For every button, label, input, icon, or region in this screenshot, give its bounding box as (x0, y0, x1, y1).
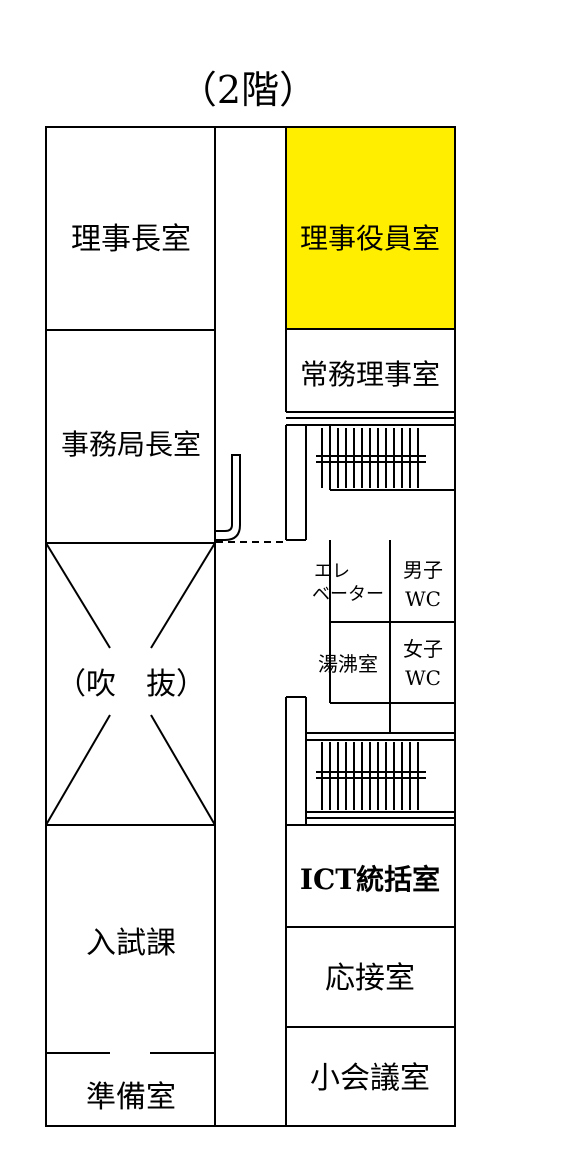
floor-title: （2階） (179, 68, 317, 112)
room-womens-wc-line1: 女子 (403, 637, 443, 661)
room-managing-director: 常務理事室 (300, 358, 440, 391)
room-hot-water: 湯沸室 (318, 652, 378, 676)
room-small-meeting: 小会議室 (310, 1061, 430, 1096)
room-elevator-line2: ベーター (312, 584, 384, 605)
room-ict: ICT統括室 (300, 863, 440, 896)
room-womens-wc-line2: WC (405, 666, 441, 690)
room-directors: 理事役員室 (300, 222, 440, 255)
room-secretary-general: 事務局長室 (61, 428, 201, 461)
directors-room-highlight (286, 127, 455, 329)
room-elevator-line1: エレ (314, 561, 350, 582)
room-chairman: 理事長室 (71, 222, 191, 257)
room-prep: 準備室 (86, 1080, 176, 1115)
room-mens-wc-line2: WC (405, 587, 441, 611)
room-atrium: （吹 抜） (56, 667, 206, 702)
lower-stairs (316, 742, 426, 810)
walls (45, 126, 456, 1127)
room-reception: 応接室 (325, 961, 415, 996)
upper-stairs (316, 428, 426, 488)
room-exam: 入試課 (86, 926, 176, 961)
room-mens-wc-line1: 男子 (403, 558, 443, 582)
